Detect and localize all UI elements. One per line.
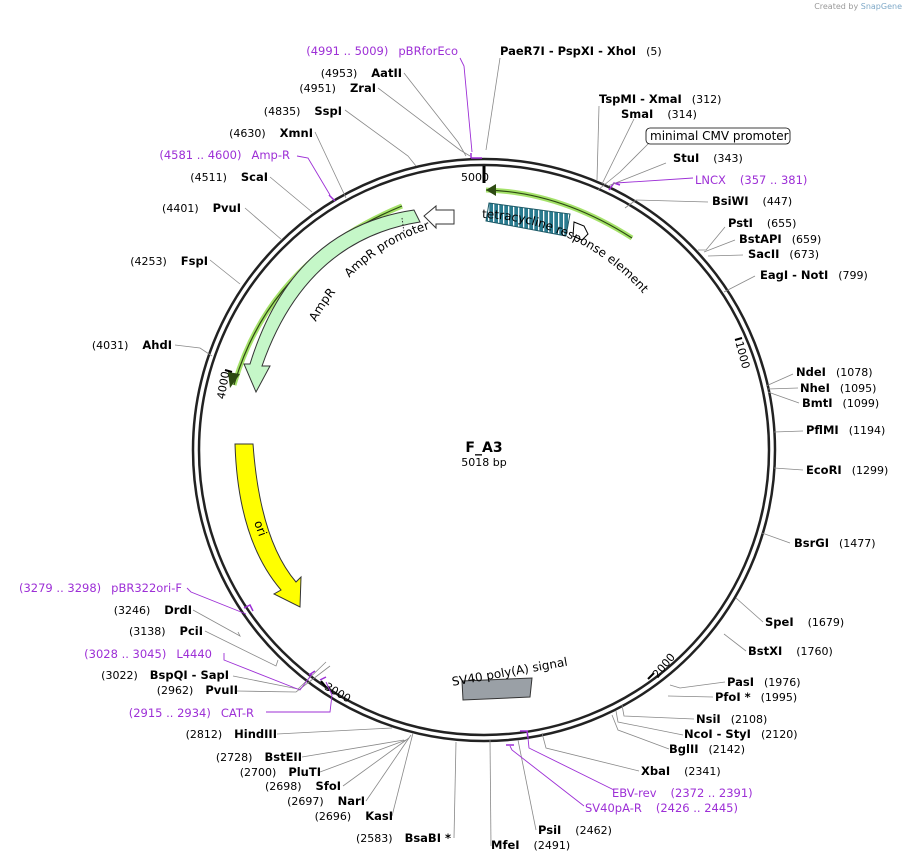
enzyme-site-sspi: (4835)SspI: [264, 104, 342, 118]
enzyme-site-sacii: SacII(673): [748, 247, 819, 261]
enzyme-site-ndei: NdeI(1078): [796, 365, 873, 379]
tick-3000-mark: [320, 680, 327, 688]
tre-arrowhead: [486, 184, 496, 196]
enzyme-site-fspi: (4253)FspI: [130, 254, 208, 268]
tick-1000-mark: [734, 337, 743, 341]
enzyme-site-bsteii: (2728)BstEII: [216, 750, 302, 764]
enzyme-site-notI-group: EagI - NotI(799): [760, 268, 868, 282]
enzyme-site-xhoi-group: PaeR7I - PspXI - XhoI(5): [500, 44, 662, 58]
primer-mark-pbrforeco: [470, 153, 482, 159]
enzyme-site-psti: PstI(655): [728, 216, 796, 230]
cmv-label: minimal CMV promoter: [650, 129, 789, 143]
enzyme-site-xmni: (4630)XmnI: [229, 126, 313, 140]
ampr-highlight-arrowhead: [228, 372, 240, 388]
enzyme-site-hindiii: (2812)HindIII: [186, 727, 277, 741]
primer-label-l4440: (3028 .. 3045)L4440: [84, 647, 212, 661]
enzyme-site-psii: PsiI(2462): [538, 823, 612, 837]
tick-2000-label: 2000: [650, 651, 678, 681]
sv40-feature-box: [461, 677, 533, 701]
enzyme-leaders: [174, 57, 804, 847]
tick-4000-label: 4000: [215, 370, 233, 400]
enzyme-site-pasi: PasI(1976): [727, 675, 801, 689]
tre-feature-box: [485, 202, 571, 237]
primer-mark-lncx: [608, 182, 621, 191]
primer-label-sv40par: SV40pA-R(2426 .. 2445): [585, 801, 738, 815]
enzyme-site-spei: SpeI(1679): [765, 615, 844, 629]
enzyme-site-smai: SmaI(314): [621, 107, 697, 121]
enzyme-site-nsii: NsiI(2108): [696, 712, 767, 726]
primer-mark-l4440: [308, 670, 316, 676]
ori-label: ori: [251, 519, 269, 538]
tick-4000-mark: [224, 369, 233, 373]
primer-label-pbr322ori: (3279 .. 3298)pBR322ori-F: [19, 581, 182, 595]
plasmid-name: F_A3: [465, 440, 502, 456]
enzyme-site-nari: (2697)NarI: [287, 794, 365, 808]
snapgene-credit: Created by SnapGene: [814, 2, 902, 11]
primer-label-ampr: (4581 .. 4600)Amp-R: [159, 148, 290, 162]
enzyme-site-bstapi: BstAPI(659): [739, 232, 821, 246]
primer-label-catr: (2915 .. 2934)CAT-R: [129, 706, 254, 720]
enzyme-site-zrai: (4951)ZraI: [299, 81, 376, 95]
enzyme-site-bsiwi: BsiWI(447): [712, 194, 792, 208]
enzyme-site-drdi: (3246)DrdI: [114, 603, 192, 617]
enzyme-site-ecori: EcoRI(1299): [806, 463, 888, 477]
primer-leaders: [186, 57, 694, 807]
enzyme-site-ahdi: (4031)AhdI: [92, 338, 172, 352]
ampr-promoter-arrow: [423, 204, 455, 230]
enzyme-site-sapi-group: (3022)BspQI - SapI: [101, 668, 229, 682]
primer-mark-catr: [319, 676, 327, 681]
ampr-label: AmpR: [306, 285, 338, 323]
ori-feature-arrow: [234, 443, 302, 608]
enzyme-site-pfoi: PfoI *(1995): [715, 690, 797, 704]
enzyme-site-pcii: (3138)PciI: [129, 624, 203, 638]
tre-highlight-line: [485, 189, 633, 239]
primer-label-ebvrev: EBV-rev(2372 .. 2391): [612, 786, 753, 800]
enzyme-site-mfei: MfeI(2491): [491, 838, 570, 852]
enzyme-site-bglii: BglII(2142): [669, 742, 745, 756]
ampr-feature-arrow: [243, 209, 421, 394]
primer-mark-pbr322ori: [243, 603, 254, 612]
enzyme-site-stui: StuI(343): [673, 151, 743, 165]
enzyme-site-bsrgi: BsrGI(1477): [794, 536, 876, 550]
primer-mark-ebvrev: [520, 730, 529, 739]
tick-5000-label: 5000: [461, 171, 489, 184]
enzyme-site-aatii: (4953)AatII: [321, 66, 402, 80]
enzyme-site-pvui: (4401)PvuI: [162, 201, 241, 215]
enzyme-site-nhei: NheI(1095): [800, 381, 876, 395]
credit-prefix: Created by: [814, 2, 859, 11]
cmv-feature-arrow: [572, 221, 589, 241]
enzyme-site-sfoi: (2698)SfoI: [265, 779, 341, 793]
enzyme-site-pluti: (2700)PluTI: [240, 765, 321, 779]
cmv-leader: [597, 143, 649, 191]
credit-brand: SnapGene: [860, 2, 902, 11]
plasmid-size: 5018 bp: [461, 456, 506, 469]
primer-mark-ampr: [328, 194, 336, 202]
primer-label-lncx: LNCX(357 .. 381): [695, 173, 807, 187]
backbone-inner: [197, 163, 771, 737]
cmv-label-box: [645, 127, 791, 145]
enzyme-site-scai: (4511)ScaI: [190, 170, 268, 184]
enzyme-site-pvuii: (2962)PvuII: [157, 683, 238, 697]
primer-label-pbrforeco: (4991 .. 5009)pBRforEco: [306, 44, 458, 58]
enzyme-site-bstxi: BstXI(1760): [748, 644, 833, 658]
tick-2000-mark: [647, 672, 655, 680]
enzyme-site-bmti: BmtI(1099): [802, 396, 879, 410]
enzyme-site-bsabi: (2583)BsaBI *: [356, 831, 451, 845]
enzyme-site-styi-group: NcoI - StyI(2120): [684, 727, 798, 741]
enzyme-site-xmai-group: TspMI - XmaI(312): [599, 92, 721, 106]
enzyme-site-pflmi: PflMI(1194): [806, 423, 885, 437]
backbone-outer: [191, 157, 777, 743]
enzyme-site-xbai: XbaI(2341): [641, 764, 721, 778]
enzyme-site-kasi: (2696)KasI: [315, 809, 393, 823]
ampr-promoter-junction: [401, 217, 405, 233]
